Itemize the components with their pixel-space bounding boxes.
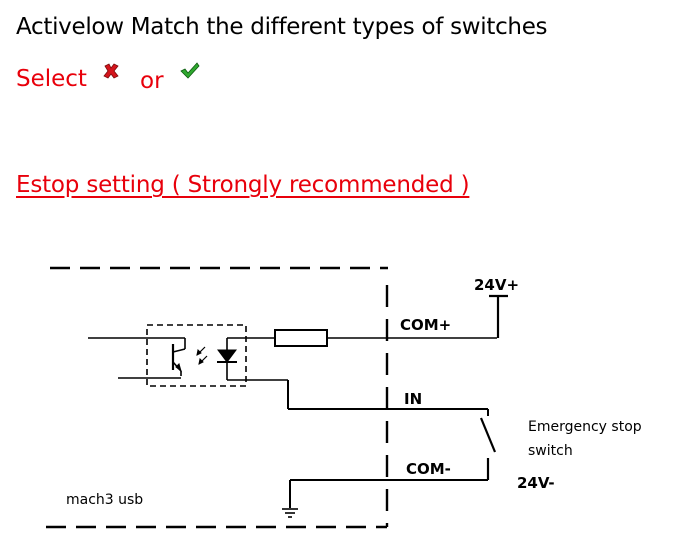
label-24v-plus: 24V+ bbox=[474, 276, 519, 294]
label-24v-minus: 24V- bbox=[517, 474, 555, 492]
emergency-stop-switch bbox=[479, 417, 497, 480]
in-line bbox=[287, 380, 489, 416]
red-x-icon[interactable] bbox=[102, 62, 120, 80]
com-minus-line bbox=[289, 479, 488, 508]
label-switch-line2: switch bbox=[528, 443, 573, 459]
select-instruction: Select or bbox=[16, 62, 200, 94]
or-label: or bbox=[140, 68, 164, 94]
label-com-minus: COM- bbox=[406, 460, 451, 478]
select-label: Select bbox=[16, 66, 87, 92]
page-title: Activelow Match the different types of s… bbox=[16, 14, 548, 40]
resistor bbox=[274, 329, 497, 347]
supply-plus bbox=[489, 294, 508, 338]
green-check-icon[interactable] bbox=[180, 62, 200, 80]
label-com-plus: COM+ bbox=[400, 316, 451, 334]
ground-icon bbox=[282, 508, 298, 518]
label-switch-line1: Emergency stop bbox=[528, 419, 642, 435]
optocoupler bbox=[88, 324, 288, 387]
estop-heading: Estop setting ( Strongly recommended ) bbox=[16, 172, 470, 198]
label-in: IN bbox=[404, 390, 422, 408]
label-board: mach3 usb bbox=[66, 492, 143, 508]
board-boundary bbox=[46, 266, 389, 529]
